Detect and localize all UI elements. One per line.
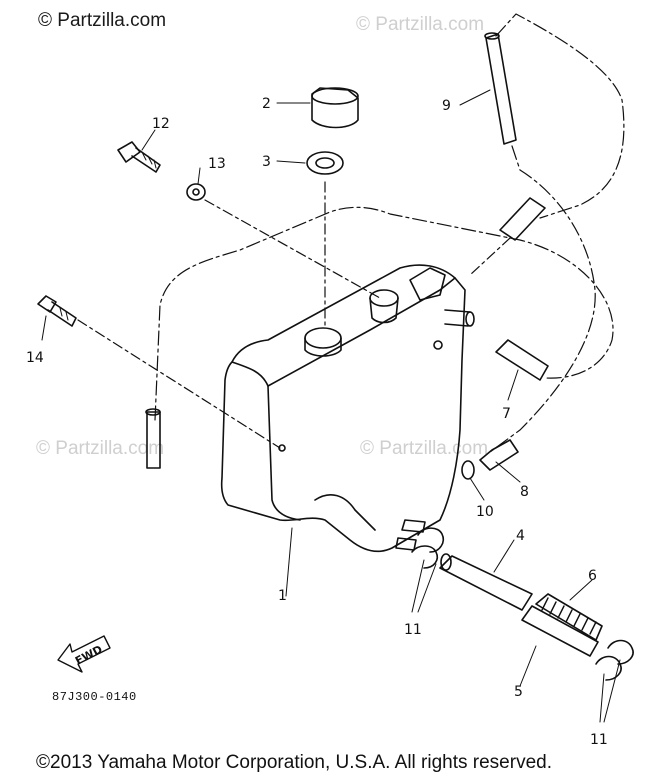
vent-hose-9 — [485, 33, 517, 145]
hose-segment-left — [146, 411, 161, 469]
vent-hose-routing — [495, 13, 625, 219]
leader-hose-up — [469, 237, 511, 276]
callout-3: 3 — [262, 154, 271, 170]
callout-7: 7 — [502, 406, 511, 422]
callout-10: 10 — [476, 504, 494, 520]
hose-7 — [495, 339, 549, 381]
fuel-hose-5 — [521, 605, 599, 657]
fwd-arrow-icon — [57, 635, 111, 673]
tank-nipple-side — [444, 309, 471, 327]
diagram-code: 87J300-0140 — [52, 690, 137, 704]
callout-9: 9 — [442, 98, 451, 114]
fuel-tank-top-ridge — [267, 277, 456, 387]
callout-1: 1 — [278, 588, 287, 604]
filler-cap — [311, 87, 359, 129]
watermark-top-left: © Partzilla.com — [38, 10, 167, 31]
copyright-footer: ©2013 Yamaha Motor Corporation, U.S.A. A… — [36, 752, 552, 773]
watermark-middle-left: © Partzilla.com — [36, 438, 165, 459]
tank-lug — [409, 267, 446, 301]
fwd-label: FWD — [73, 643, 105, 668]
clamp-11a — [417, 527, 445, 553]
tank-bolt-hole — [278, 444, 286, 452]
callout-14: 14 — [26, 350, 44, 366]
callout-6: 6 — [588, 568, 597, 584]
spring-protector-6 — [535, 593, 603, 641]
bolt-14 — [37, 295, 57, 313]
fuel-tank-recess — [314, 494, 376, 531]
o-ring-10 — [461, 460, 475, 480]
fuel-hose-4 — [439, 555, 533, 611]
callout-13: 13 — [208, 156, 226, 172]
clamp-11c — [607, 639, 634, 665]
callout-8: 8 — [520, 484, 529, 500]
leader-washer-to-tank — [204, 199, 381, 299]
watermark-top-right: © Partzilla.com — [356, 14, 485, 35]
bolt-12 — [117, 141, 141, 163]
cap-gasket — [306, 151, 344, 175]
vent-fitting — [369, 289, 399, 307]
filler-neck — [304, 327, 342, 349]
fuel-tank-body — [220, 264, 466, 553]
callout-11-right: 11 — [590, 732, 608, 748]
callout-12: 12 — [152, 116, 170, 132]
callout-5: 5 — [514, 684, 523, 700]
washer-13 — [186, 183, 206, 201]
callout-2: 2 — [262, 96, 271, 112]
hose-8 — [479, 439, 519, 471]
hose-segment-upper — [499, 197, 546, 241]
callout-11-left: 11 — [404, 622, 422, 638]
clamp-11d — [595, 655, 622, 681]
routing-outline — [154, 206, 614, 421]
tank-grommet — [433, 340, 443, 350]
callout-4: 4 — [516, 528, 525, 544]
outlet-nipple-a — [401, 519, 426, 533]
watermark-middle-right: © Partzilla.com — [360, 438, 489, 459]
clamp-11b — [411, 545, 439, 569]
fuel-tank-edge — [231, 361, 301, 521]
leader-bolt-to-tank — [77, 319, 281, 449]
hose-routing-right — [489, 145, 596, 453]
